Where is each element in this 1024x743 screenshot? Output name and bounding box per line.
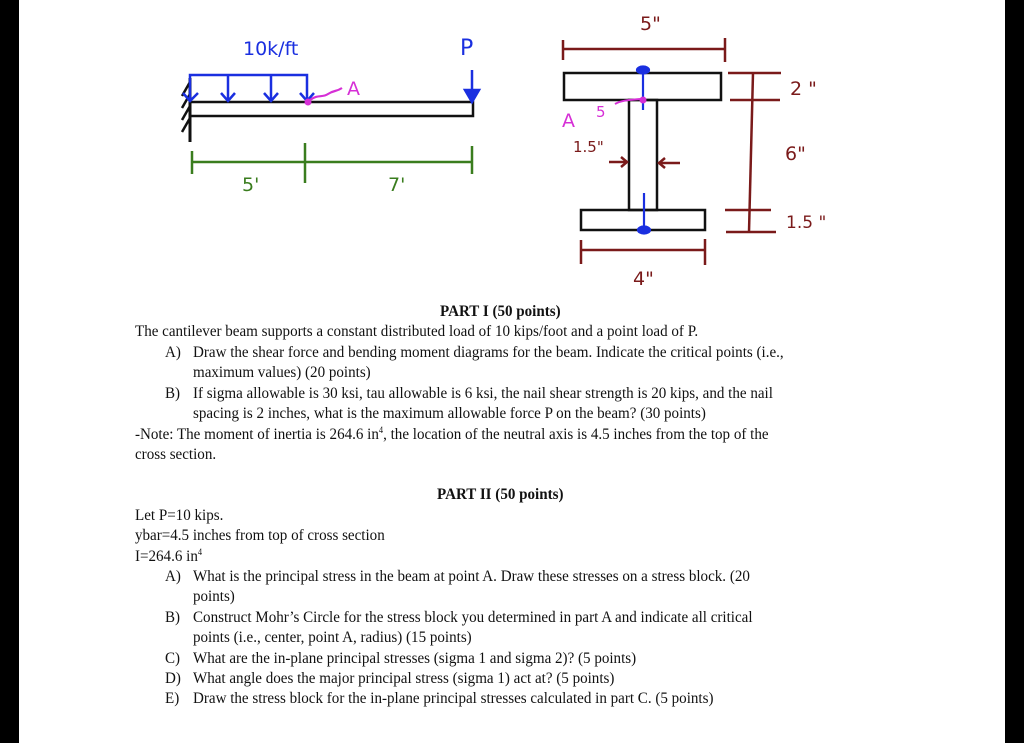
item-text-cont: points) (193, 587, 235, 605)
point-a-label: A (347, 78, 360, 100)
item-label: C) (165, 649, 181, 667)
web-height-label: 6" (785, 143, 806, 165)
item-label: B) (165, 384, 181, 402)
point-a-leader (309, 87, 343, 101)
bottom-width-label: 4" (633, 268, 654, 290)
section-point-a-marker (639, 96, 647, 104)
bottom-flange-thickness-label: 1.5 " (786, 213, 826, 233)
point-a-marker (304, 98, 312, 106)
dim-right-label: 7' (388, 174, 405, 196)
item-text: What angle does the major principal stre… (193, 669, 615, 687)
item-text: Construct Mohr’s Circle for the stress b… (193, 608, 753, 626)
distributed-load-arrows (182, 73, 315, 103)
item-label: A) (165, 343, 181, 361)
item-text: What is the principal stress in the beam… (193, 567, 750, 585)
centerline-marks (635, 65, 652, 235)
item-text: Draw the stress block for the in-plane p… (193, 689, 714, 707)
item-label: E) (165, 689, 180, 707)
part-1-note: -Note: The moment of inertia is 264.6 in… (135, 425, 769, 443)
item-text: If sigma allowable is 30 ksi, tau allowa… (193, 384, 773, 402)
cantilever-beam-diagram: 10k/ft P A 5' 7' (180, 36, 482, 196)
part-1-intro: The cantilever beam supports a constant … (135, 322, 699, 340)
top-width-label: 5" (640, 13, 661, 35)
part-1-note-cont: cross section. (135, 445, 217, 463)
web-thickness-label: 1.5" (573, 138, 604, 156)
top-flange-thickness-label: 2 " (790, 78, 817, 100)
item-text: What are the in-plane principal stresses… (193, 649, 637, 667)
svg-text:5: 5 (596, 103, 606, 121)
item-text-cont: points (i.e., center, point A, radius) (… (193, 628, 472, 646)
beam-dimension-lines (190, 143, 474, 183)
point-load-arrow-icon (462, 70, 482, 105)
item-text: Draw the shear force and bending moment … (193, 343, 784, 361)
item-text-cont: spacing is 2 inches, what is the maximum… (193, 404, 706, 422)
item-text-cont: maximum values) (20 points) (193, 363, 371, 381)
item-label: B) (165, 608, 181, 626)
given-load: Let P=10 kips. (135, 506, 224, 524)
distributed-load-label: 10k/ft (243, 38, 298, 60)
item-label: A) (165, 567, 181, 585)
dim-left-label: 5' (242, 174, 259, 196)
given-ybar: ybar=4.5 inches from top of cross sectio… (135, 526, 385, 544)
cross-section-diagram: A 5 5" 4" 1.5" 2 " 6" (561, 13, 826, 290)
point-load-label: P (460, 36, 473, 61)
section-point-a-label: A (562, 110, 575, 132)
right-black-border (1005, 0, 1024, 743)
part-1-title: PART I (50 points) (440, 302, 561, 320)
item-label: D) (165, 669, 181, 687)
problem-figures: 10k/ft P A 5' 7' (180, 13, 826, 290)
given-inertia: I=264.6 in4 (135, 547, 203, 565)
section-dimension-lines (561, 38, 781, 265)
beam-body (188, 100, 475, 118)
part-2-title: PART II (50 points) (437, 485, 564, 503)
left-black-border (0, 0, 19, 743)
